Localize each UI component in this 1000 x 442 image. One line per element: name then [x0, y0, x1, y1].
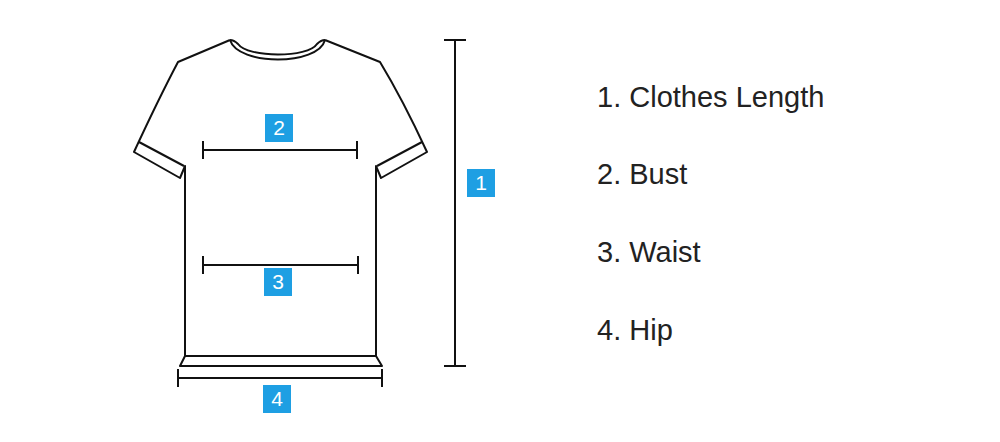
measurement-label: 3. Waist [597, 235, 701, 269]
callout-box: 2 [265, 114, 293, 142]
measurement-label: 4. Hip [597, 313, 673, 347]
callout-box: 4 [263, 385, 291, 413]
length-dimension [444, 40, 466, 366]
sleeve-hem-right [377, 142, 422, 166]
shirt-outline [134, 40, 427, 366]
callout-number: 4 [271, 387, 283, 411]
callout-number: 3 [272, 270, 284, 294]
sleeve-hem-left [139, 142, 184, 166]
body-hem [185, 355, 376, 357]
callout-number: 1 [475, 171, 487, 195]
callout-box: 3 [264, 268, 292, 296]
collar-inner [230, 40, 325, 55]
callout-box: 1 [467, 169, 495, 197]
callout-number: 2 [273, 116, 285, 140]
measurement-label: 1. Clothes Length [597, 80, 824, 114]
measurement-label: 2. Bust [597, 157, 687, 191]
bust-dimension [203, 141, 357, 159]
collar-outer [230, 40, 325, 60]
